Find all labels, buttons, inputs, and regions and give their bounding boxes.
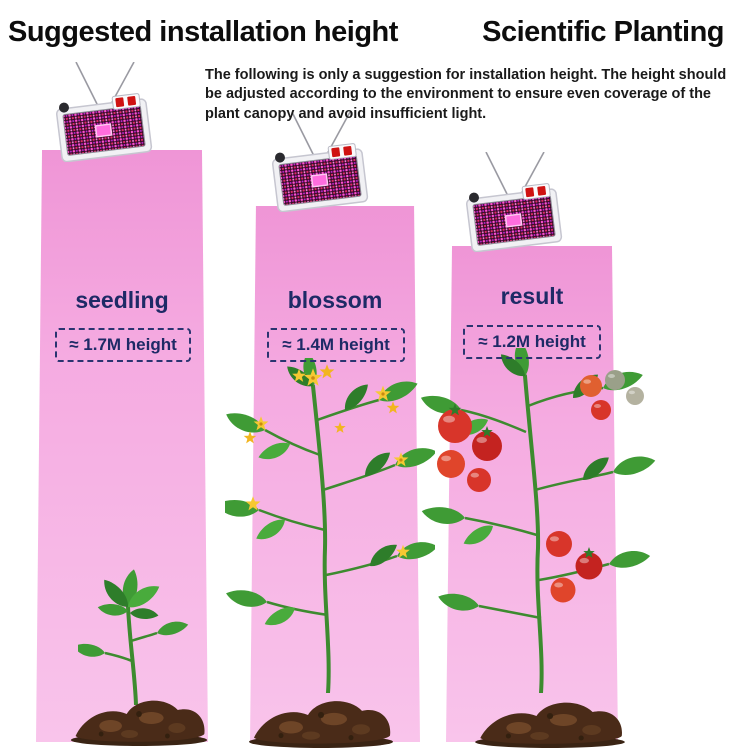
installation-note: The following is only a suggestion for i… — [205, 67, 727, 122]
stage-label-result: result — [500, 283, 564, 309]
grow-light-fixture-icon — [271, 112, 369, 212]
light-beam-result — [446, 246, 618, 742]
height-box-blossom: ≈ 1.4M height — [267, 328, 405, 362]
light-beam-seedling — [36, 150, 208, 742]
stage-label-blossom: blossom — [287, 287, 383, 313]
grow-light-fixture-icon — [465, 152, 563, 252]
page-title: Suggested installation height Scientific… — [8, 16, 724, 49]
grow-light-fixture-icon — [55, 62, 153, 162]
stage-label-seedling: seedling — [75, 287, 169, 313]
soil-mound-icon — [475, 702, 625, 748]
title-installation-height: Suggested installation height — [8, 16, 398, 48]
soil-mound-icon — [70, 700, 208, 746]
soil-mound-icon — [249, 701, 393, 748]
light-beam-blossom — [250, 206, 420, 742]
blossom-plant-icon — [225, 358, 435, 693]
seedling-plant-icon — [78, 567, 190, 705]
height-box-seedling: ≈ 1.7M height — [55, 328, 191, 362]
fruiting-plant-icon — [418, 348, 657, 693]
height-box-result: ≈ 1.2M height — [463, 325, 601, 359]
title-scientific-planting: Scientific Planting — [482, 16, 724, 48]
